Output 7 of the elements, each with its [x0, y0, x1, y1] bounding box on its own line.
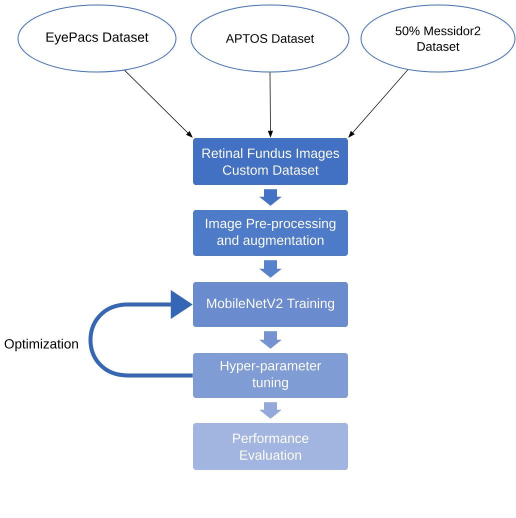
edge-label: Optimization: [4, 338, 78, 352]
process-box: Performance Evaluation: [193, 423, 348, 470]
loop-arrow: [88, 290, 193, 378]
process-box: Image Pre-processing and augmentation: [193, 210, 348, 256]
process-box: Hyper-parameter tuning: [193, 353, 348, 398]
process-box: MobileNetV2 Training: [193, 282, 348, 327]
process-box: Retinal Fundus Images Custom Dataset: [193, 138, 348, 185]
